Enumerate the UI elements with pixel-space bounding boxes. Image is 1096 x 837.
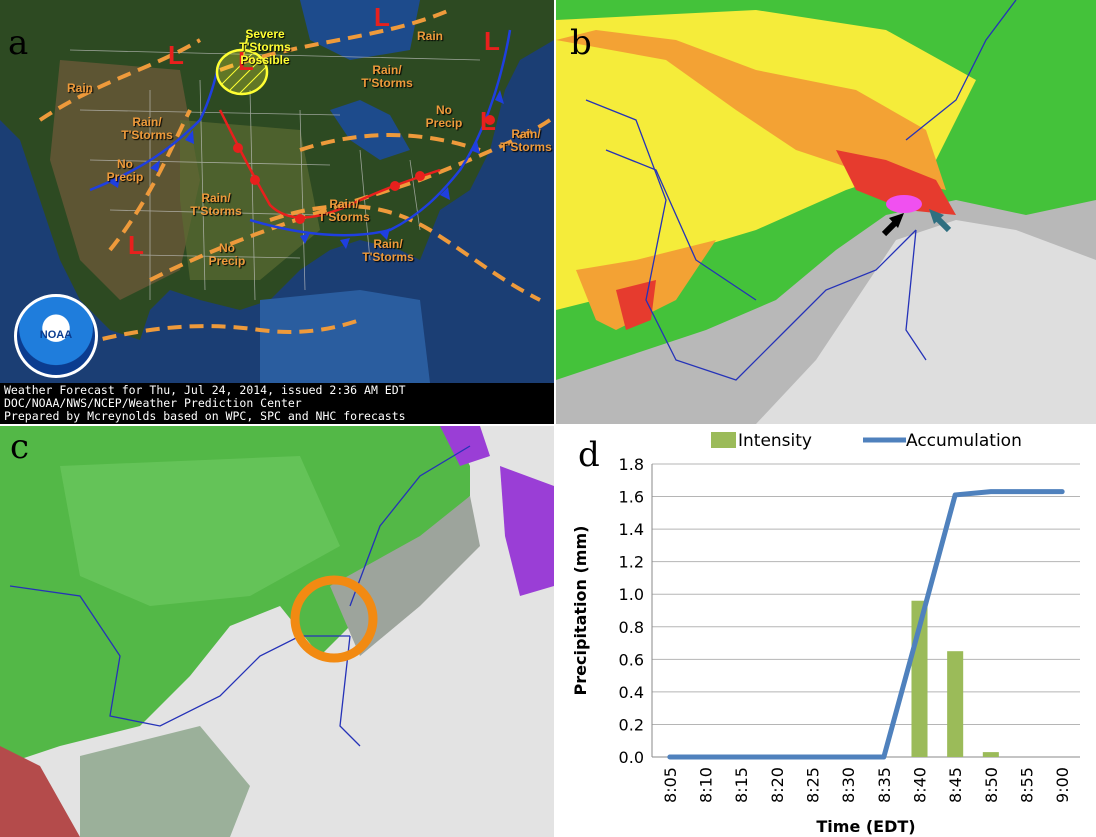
x-tick-label: 8:15 xyxy=(732,767,751,803)
caption-line: Weather Forecast for Thu, Jul 24, 2014, … xyxy=(4,383,406,397)
weather-label: No Precip xyxy=(106,157,144,184)
precip-orange xyxy=(556,30,946,190)
legend-label-intensity: Intensity xyxy=(738,431,812,451)
hudson-bay xyxy=(300,0,420,60)
radar-velocity-panel: c xyxy=(0,426,554,837)
severe-area xyxy=(215,48,269,96)
panel-label-a: a xyxy=(8,23,29,63)
radar-reflectivity-graphic xyxy=(556,0,1096,424)
panel-label-d: d xyxy=(578,435,600,475)
velocity-purple-2 xyxy=(440,426,490,466)
y-tick-label: 0.4 xyxy=(619,683,644,702)
low-pressure-symbol: L xyxy=(374,2,390,32)
panel-label-c: c xyxy=(10,427,30,467)
intensity-bars xyxy=(911,600,999,757)
weather-label: No Precip xyxy=(208,241,246,268)
y-tick-label: 1.6 xyxy=(619,488,644,507)
legend-label-accumulation: Accumulation xyxy=(906,431,1022,451)
y-tick-label: 0.0 xyxy=(619,748,644,767)
chart-grid xyxy=(652,463,1080,758)
x-axis-label: Time (EDT) xyxy=(816,817,915,836)
low-pressure-symbol: L xyxy=(238,46,254,76)
intensity-bar xyxy=(982,752,999,757)
x-tick-label: 9:00 xyxy=(1053,767,1072,803)
y-tick-label: 0.2 xyxy=(619,715,644,734)
x-tick-label: 8:05 xyxy=(661,767,680,803)
forecast-map-panel: L L L L L L Severe T'Storms Possible Rai… xyxy=(0,0,554,424)
weather-label: Rain/ T'Storms xyxy=(361,63,413,90)
great-lakes xyxy=(330,100,410,160)
low-pressure-symbol: L xyxy=(484,26,500,56)
x-tick-label: 8:25 xyxy=(804,767,823,803)
west-terrain xyxy=(50,60,200,300)
weather-label: Rain/ T'Storms xyxy=(500,127,552,154)
velocity-red xyxy=(0,746,80,837)
y-tick-label: 1.2 xyxy=(619,553,644,572)
precip-yellow xyxy=(556,10,976,310)
velocity-purple xyxy=(500,466,554,596)
y-tick-label: 0.6 xyxy=(619,650,644,669)
plains-terrain xyxy=(180,120,320,280)
x-tick-label: 8:35 xyxy=(875,767,894,803)
velocity-mix xyxy=(80,726,250,837)
precip-red-2 xyxy=(616,280,656,330)
weather-label: Rain xyxy=(416,29,443,43)
arrow-teal xyxy=(929,209,952,233)
x-tick-label: 8:10 xyxy=(697,767,716,803)
radar-velocity-graphic xyxy=(0,426,554,837)
intensity-bar xyxy=(947,651,964,757)
legend-swatch-intensity xyxy=(711,432,736,448)
y-axis: 0.0 0.2 0.4 0.6 0.8 1.0 1.2 1.4 1.6 1.8 xyxy=(619,455,653,767)
cold-front xyxy=(89,59,222,192)
accumulation-line-group xyxy=(667,489,1065,760)
severe-storms-label: Severe T'Storms Possible xyxy=(239,27,291,67)
low-pressure-symbol: L xyxy=(480,106,496,136)
y-tick-label: 0.8 xyxy=(619,618,644,637)
x-tick-label: 8:50 xyxy=(982,767,1001,803)
caption-line: Prepared by Mcreynolds based on WPC, SPC… xyxy=(4,409,406,423)
y-tick-label: 1.8 xyxy=(619,455,644,474)
gulf-of-mexico xyxy=(260,290,430,383)
x-tick-label: 8:55 xyxy=(1018,767,1037,803)
arrow-black xyxy=(881,213,904,237)
weather-label: Rain/ T'Storms xyxy=(190,191,242,218)
weather-label: Rain/ T'Storms xyxy=(318,197,370,224)
highlight-circle xyxy=(290,575,378,663)
x-tick-label: 8:30 xyxy=(839,767,858,803)
x-axis: 8:05 8:10 8:15 8:20 8:25 8:30 8:35 8:40 8:45 8:50… xyxy=(652,756,1080,803)
chart-legend: Intensity Accumulation xyxy=(711,431,1022,451)
x-tick-label: 8:45 xyxy=(946,767,965,803)
map-caption: Weather Forecast for Thu, Jul 24, 2014, … xyxy=(0,383,554,424)
y-axis-label: Precipitation (mm) xyxy=(571,526,590,696)
noaa-logo: NOAA xyxy=(14,294,98,378)
accumulation-line xyxy=(667,489,1065,760)
weather-label: No Precip xyxy=(425,103,463,130)
forecast-map-graphic xyxy=(0,0,554,383)
weather-label: Rain/ T'Storms xyxy=(121,115,173,142)
weather-label: Rain/ T'Storms xyxy=(362,237,414,264)
panel-label-b: b xyxy=(570,23,592,63)
y-tick-label: 1.4 xyxy=(619,520,644,539)
x-tick-label: 8:40 xyxy=(911,767,930,803)
precip-magenta xyxy=(886,195,922,213)
low-pressure-symbol: L xyxy=(168,40,184,70)
velocity-green-light xyxy=(60,456,340,606)
velocity-gray xyxy=(330,496,480,656)
x-tick-label: 8:20 xyxy=(768,767,787,803)
precip-red xyxy=(836,150,956,215)
noaa-logo-text: NOAA xyxy=(39,329,73,341)
low-pressure-symbol: L xyxy=(128,230,144,260)
caption-line: DOC/NOAA/NWS/NCEP/Weather Prediction Cen… xyxy=(4,396,302,410)
weather-label: Rain xyxy=(66,81,93,95)
y-tick-label: 1.0 xyxy=(619,585,644,604)
radar-reflectivity-panel: b xyxy=(556,0,1096,424)
cold-front-east xyxy=(249,29,512,237)
